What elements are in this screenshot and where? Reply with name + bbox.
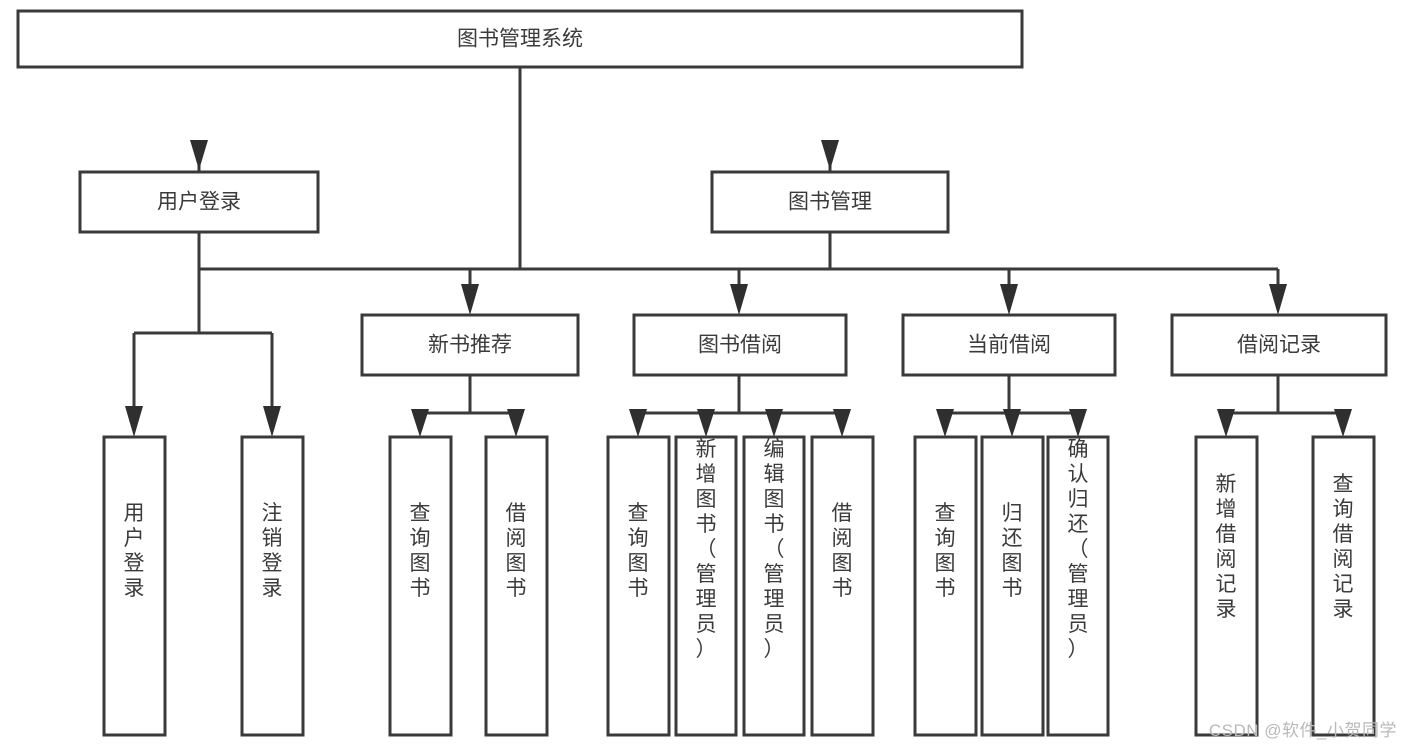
arrow-head-leaf-query-record	[1334, 409, 1352, 437]
leaf-edit-book-box[interactable]	[742, 435, 806, 737]
leaf-add-book-label: 新增图书（管理员）	[696, 438, 717, 661]
node-book-borrow-label: 图书借阅	[698, 334, 782, 357]
node-book-management[interactable]: 图书管理	[710, 170, 950, 234]
node-new-book-recommend-box[interactable]	[360, 313, 580, 377]
node-book-borrow-box[interactable]	[632, 313, 848, 377]
arrow-head-current-borrow	[1000, 284, 1018, 315]
arrow-head-leaf-return-book	[1003, 409, 1021, 437]
node-current-borrow-box[interactable]	[901, 313, 1117, 377]
leaf-user-login-label: 用户登录	[124, 502, 145, 600]
connector-layer	[125, 67, 1352, 437]
leaf-confirm-return-label: 确认归还（管理员）	[1068, 438, 1089, 661]
leaf-add-record-box[interactable]	[1194, 435, 1259, 737]
arrow-head-book-management	[821, 140, 839, 170]
leaf-add-book-box[interactable]	[674, 435, 738, 737]
node-new-book-recommend-label: 新书推荐	[428, 334, 512, 357]
leaf-query-record-box[interactable]	[1311, 435, 1376, 737]
leaf-user-logout-label: 注销登录	[262, 502, 283, 600]
arrow-head-leaf-query-book-2	[629, 409, 647, 437]
arrow-head-book-borrow	[730, 284, 748, 315]
arrow-head-leaf-borrow-book-1	[507, 409, 525, 437]
leaf-add-record[interactable]: 新增借阅记录	[1194, 435, 1259, 737]
node-borrow-record-box[interactable]	[1170, 313, 1388, 377]
node-user-login[interactable]: 用户登录	[78, 170, 320, 234]
leaf-borrow-book-1-box[interactable]	[484, 435, 549, 737]
arrow-head-leaf-confirm-return	[1069, 409, 1087, 437]
arrow-head-leaf-user-login	[125, 406, 143, 437]
arrow-head-leaf-query-book-1	[411, 409, 429, 437]
arrow-head-leaf-add-book	[697, 409, 715, 437]
node-current-borrow[interactable]: 当前借阅	[901, 313, 1117, 377]
leaf-query-book-1-label: 查询图书	[410, 502, 431, 600]
leaf-query-book-3-box[interactable]	[913, 435, 978, 737]
leaf-edit-book-label: 编辑图书（管理员）	[764, 438, 785, 661]
leaf-user-logout[interactable]: 注销登录	[240, 435, 305, 737]
leaf-confirm-return-box[interactable]	[1046, 435, 1110, 737]
leaf-user-login-box[interactable]	[102, 435, 167, 737]
node-borrow-record-label: 借阅记录	[1237, 334, 1321, 357]
arrow-head-borrow-record	[1269, 284, 1287, 315]
leaf-return-book-label: 归还图书	[1002, 502, 1023, 600]
leaf-borrow-book-2[interactable]: 借阅图书	[810, 435, 875, 737]
node-book-management-label: 图书管理	[788, 191, 872, 214]
leaf-query-record-label: 查询借阅记录	[1333, 473, 1354, 621]
leaf-confirm-return[interactable]: 确认归还（管理员）	[1046, 435, 1110, 737]
leaf-query-book-3[interactable]: 查询图书	[913, 435, 978, 737]
leaf-return-book[interactable]: 归还图书	[980, 435, 1045, 737]
arrow-head-leaf-borrow-book-2	[833, 409, 851, 437]
leaf-user-login[interactable]: 用户登录	[102, 435, 167, 737]
leaf-user-logout-box[interactable]	[240, 435, 305, 737]
leaf-query-book-2[interactable]: 查询图书	[606, 435, 671, 737]
leaf-query-book-2-box[interactable]	[606, 435, 671, 737]
arrow-head-leaf-edit-book	[765, 409, 783, 437]
node-new-book-recommend[interactable]: 新书推荐	[360, 313, 580, 377]
leaf-add-record-label: 新增借阅记录	[1216, 473, 1237, 621]
arrow-head-leaf-add-record	[1217, 409, 1235, 437]
watermark-text: CSDN @软件_小贺同学	[1208, 721, 1397, 740]
leaf-borrow-book-1[interactable]: 借阅图书	[484, 435, 549, 737]
node-book-borrow[interactable]: 图书借阅	[632, 313, 848, 377]
leaf-query-book-2-label: 查询图书	[628, 502, 649, 600]
node-current-borrow-label: 当前借阅	[967, 334, 1051, 357]
leaf-borrow-book-2-label: 借阅图书	[832, 502, 853, 600]
arrow-head-new-book-recommend	[461, 284, 479, 315]
node-root[interactable]: 图书管理系统	[16, 9, 1024, 69]
leaf-query-book-1[interactable]: 查询图书	[388, 435, 453, 737]
leaf-query-book-1-box[interactable]	[388, 435, 453, 737]
node-user-login-box[interactable]	[78, 170, 320, 234]
node-root-label: 图书管理系统	[457, 28, 583, 51]
leaf-add-book[interactable]: 新增图书（管理员）	[674, 435, 738, 737]
leaf-borrow-book-1-label: 借阅图书	[506, 502, 527, 600]
leaf-query-book-3-label: 查询图书	[935, 502, 956, 600]
leaf-borrow-book-2-box[interactable]	[810, 435, 875, 737]
arrow-head-leaf-user-logout	[263, 406, 281, 437]
leaf-return-book-box[interactable]	[980, 435, 1045, 737]
arrow-head-user-login	[190, 140, 208, 170]
node-user-login-label: 用户登录	[157, 191, 241, 214]
arrow-head-leaf-query-book-3	[936, 409, 954, 437]
leaf-edit-book[interactable]: 编辑图书（管理员）	[742, 435, 806, 737]
node-root-box[interactable]	[16, 9, 1024, 69]
leaf-query-record[interactable]: 查询借阅记录	[1311, 435, 1376, 737]
node-borrow-record[interactable]: 借阅记录	[1170, 313, 1388, 377]
node-book-management-box[interactable]	[710, 170, 950, 234]
